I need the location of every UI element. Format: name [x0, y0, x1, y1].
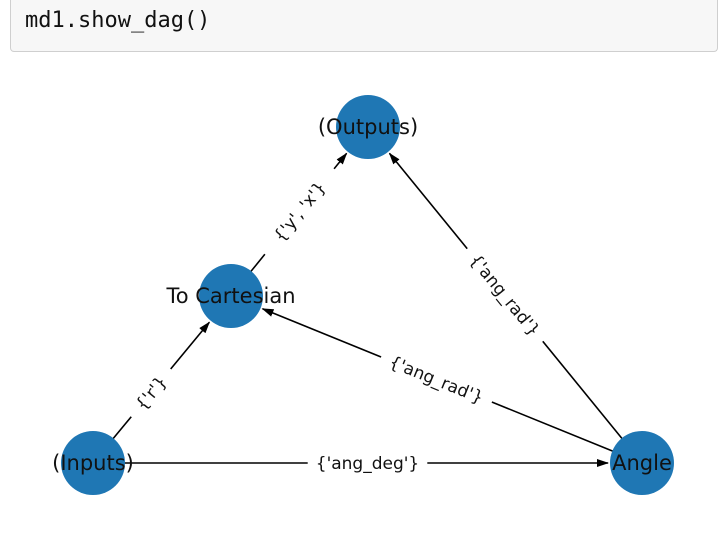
edge-labels-layer: {'r'} {'y', 'x'} {'ang_deg'} {'ang_rad'} {'a… — [121, 161, 553, 475]
edge-label-background — [457, 241, 553, 349]
edge-label-background — [121, 361, 180, 425]
edge-label-text: {'ang_rad'} — [465, 251, 543, 341]
node-angle[interactable] — [610, 431, 674, 495]
nodes-layer — [61, 95, 674, 495]
edge-label-inputs-to-cartesian: {'r'} — [121, 361, 180, 425]
code-cell[interactable]: md1.show_dag() — [10, 0, 718, 52]
edge-label-cartesian-to-outputs: {'y', 'x'} — [255, 161, 344, 262]
edges-layer — [106, 152, 629, 467]
node-to_cartesian[interactable] — [199, 264, 263, 328]
node-label-inputs: (Inputs) — [52, 451, 134, 475]
edge-label-background — [255, 161, 344, 262]
edge-label-inputs-to-angle: {'ang_deg'} — [307, 451, 428, 475]
edge-label-background — [376, 345, 497, 414]
edge-label-background — [307, 451, 428, 475]
edge-label-angle-to-cartesian: {'ang_rad'} — [376, 345, 497, 414]
node-label-to_cartesian: To Cartesian — [165, 284, 295, 308]
node-label-angle: Angle — [612, 451, 672, 475]
node-inputs[interactable] — [61, 431, 125, 495]
node-label-outputs: (Outputs) — [318, 115, 418, 139]
edge-label-text: {'ang_rad'} — [386, 352, 486, 408]
edge-label-text: {'ang_deg'} — [316, 454, 420, 474]
edge-label-text: {'y', 'x'} — [270, 178, 330, 246]
edge-label-angle-to-outputs: {'ang_rad'} — [457, 241, 553, 349]
code-text[interactable]: md1.show_dag() — [25, 8, 211, 33]
node-outputs[interactable] — [336, 95, 400, 159]
node-labels-layer: (Inputs) To Cartesian (Outputs) Angle — [52, 115, 672, 475]
